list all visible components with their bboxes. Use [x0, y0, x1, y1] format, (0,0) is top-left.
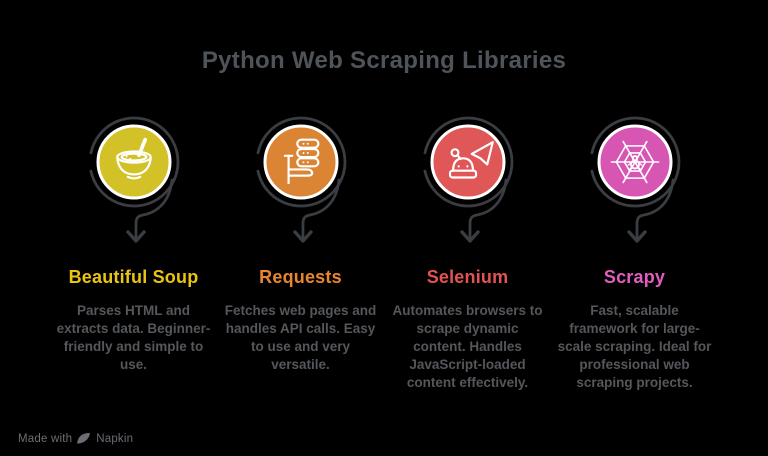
library-name: Selenium: [426, 267, 509, 287]
column-scrapy: Scrapy Fast, scalable framework for larg…: [551, 116, 718, 392]
watermark-made-with: Made with: [18, 432, 73, 445]
library-description: Automates browsers to scrape dynamic con…: [392, 303, 543, 390]
column-beautiful-soup: Beautiful Soup Parses HTML and extracts …: [50, 116, 217, 392]
library-name: Beautiful Soup: [68, 267, 199, 287]
server-request-icon: [256, 116, 346, 243]
server-request-glyph: [283, 138, 319, 185]
soup-bowl-icon: [89, 116, 179, 243]
soup-bowl-glyph: [115, 137, 152, 180]
page-title: Python Web Scraping Libraries: [201, 47, 567, 74]
spider-web-icon: [590, 116, 680, 243]
watermark-brand: Napkin: [96, 432, 134, 445]
library-name: Scrapy: [603, 267, 666, 287]
robot-cursor-icon: [423, 116, 513, 243]
napkin-pen-icon: [77, 432, 91, 444]
loop-arrow: [423, 116, 513, 243]
library-columns: Beautiful Soup Parses HTML and extracts …: [50, 116, 718, 392]
column-selenium: Selenium Automates browsers to scrape dy…: [384, 116, 551, 392]
library-description: Parses HTML and extracts data. Beginner-…: [56, 303, 211, 372]
library-description: Fast, scalable framework for large-scale…: [557, 303, 712, 390]
loop-arrow: [590, 116, 680, 243]
library-name: Requests: [259, 267, 342, 287]
loop-arrow: [256, 116, 346, 243]
colored-circle: [263, 124, 338, 200]
column-requests: Requests Fetches web pages and handles A…: [217, 116, 384, 392]
spider-web-glyph: [610, 140, 659, 184]
loop-arrow: [89, 116, 179, 243]
library-description: Fetches web pages and handles API calls.…: [224, 303, 377, 372]
robot-cursor-glyph: [448, 141, 494, 179]
colored-circle: [430, 124, 505, 200]
napkin-watermark[interactable]: Made with Napkin: [18, 432, 133, 445]
